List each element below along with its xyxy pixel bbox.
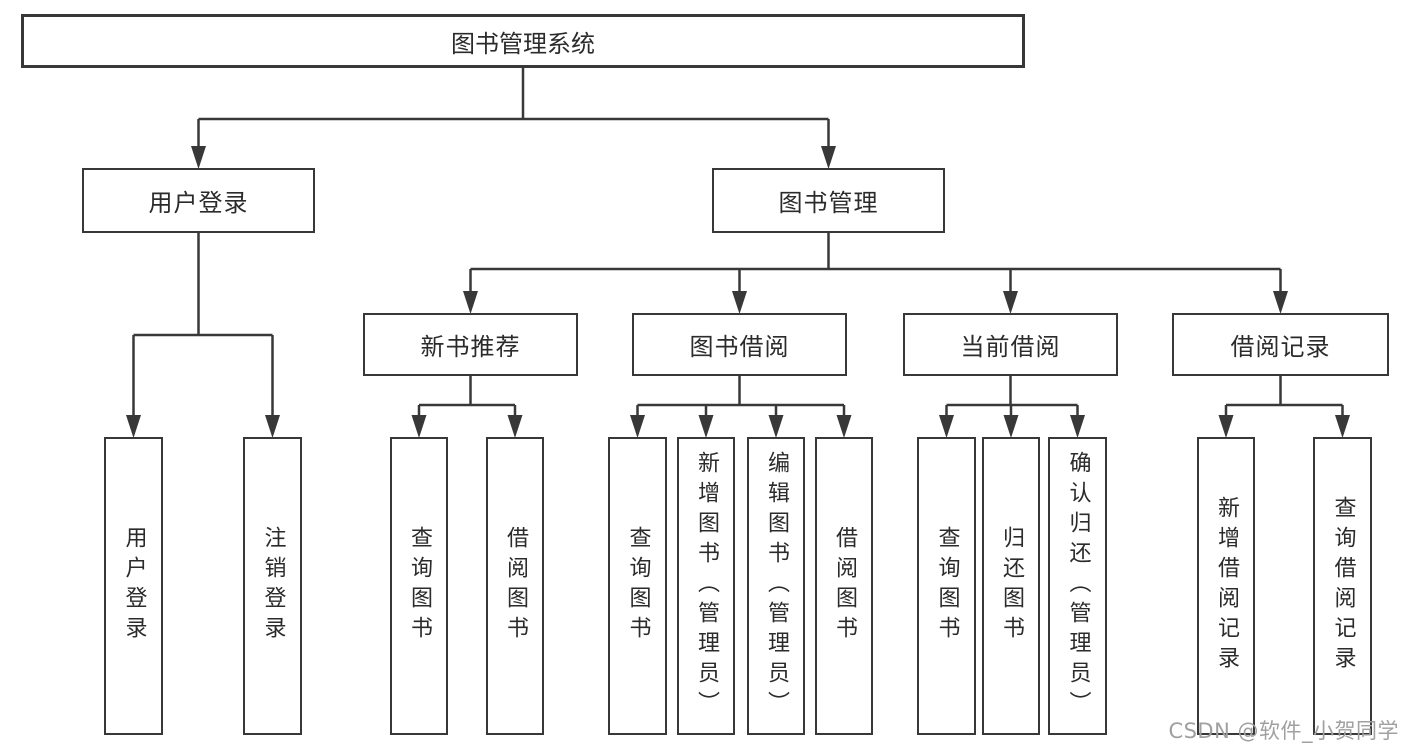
leaf-current-query-book: 查询图书 (917, 437, 976, 735)
leaf-borrowing-edit-book-admin: 编辑图书（管理员） (747, 437, 805, 735)
leaf-label: 用户登录 (121, 526, 147, 646)
node-new-book-recommend: 新书推荐 (363, 313, 578, 376)
leaf-label: 查询图书 (934, 526, 960, 646)
leaf-label: 编辑图书（管理员） (764, 451, 789, 721)
leaf-label: 查询图书 (407, 526, 432, 646)
node-label: 新书推荐 (420, 333, 521, 361)
leaf-label: 借阅图书 (503, 526, 528, 646)
leaf-label: 归还图书 (999, 526, 1024, 646)
leaf-current-return-book: 归还图书 (982, 437, 1040, 735)
leaf-recommend-query-book: 查询图书 (390, 437, 448, 735)
node-book-management: 图书管理 (712, 168, 945, 233)
node-library-management-system: 图书管理系统 (21, 14, 1025, 68)
leaf-borrowing-add-book-admin: 新增图书（管理员） (677, 437, 735, 735)
node-label: 图书管理系统 (451, 29, 595, 58)
node-borrowing-records: 借阅记录 (1172, 313, 1389, 376)
leaf-label: 查询图书 (625, 526, 651, 646)
csdn-watermark: CSDN @软件_小贺同学 (1168, 719, 1399, 743)
leaf-label: 新增借阅记录 (1214, 496, 1239, 676)
leaf-logout-login: 注销登录 (243, 437, 302, 735)
node-label: 图书借阅 (689, 333, 790, 361)
leaf-label: 借阅图书 (832, 526, 857, 646)
leaf-label: 注销登录 (260, 526, 286, 646)
node-label: 当前借阅 (960, 333, 1061, 361)
node-book-borrowing: 图书借阅 (632, 313, 847, 376)
leaf-records-add-record: 新增借阅记录 (1197, 437, 1255, 735)
node-label: 图书管理 (778, 189, 879, 217)
node-label: 借阅记录 (1230, 333, 1331, 361)
leaf-borrowing-borrow-book: 借阅图书 (815, 437, 873, 735)
node-user-login: 用户登录 (82, 168, 315, 233)
leaf-borrowing-query-book: 查询图书 (608, 437, 667, 735)
leaf-records-query-record: 查询借阅记录 (1313, 437, 1372, 735)
node-current-borrowing: 当前借阅 (903, 313, 1118, 376)
leaf-user-login: 用户登录 (104, 437, 163, 735)
leaf-label: 确认归还（管理员） (1065, 451, 1091, 721)
leaf-recommend-borrow-book: 借阅图书 (486, 437, 544, 735)
leaf-label: 新增图书（管理员） (694, 451, 719, 721)
leaf-current-confirm-return-admin: 确认归还（管理员） (1048, 437, 1107, 735)
leaf-label: 查询借阅记录 (1330, 496, 1356, 676)
node-label: 用户登录 (148, 189, 249, 217)
